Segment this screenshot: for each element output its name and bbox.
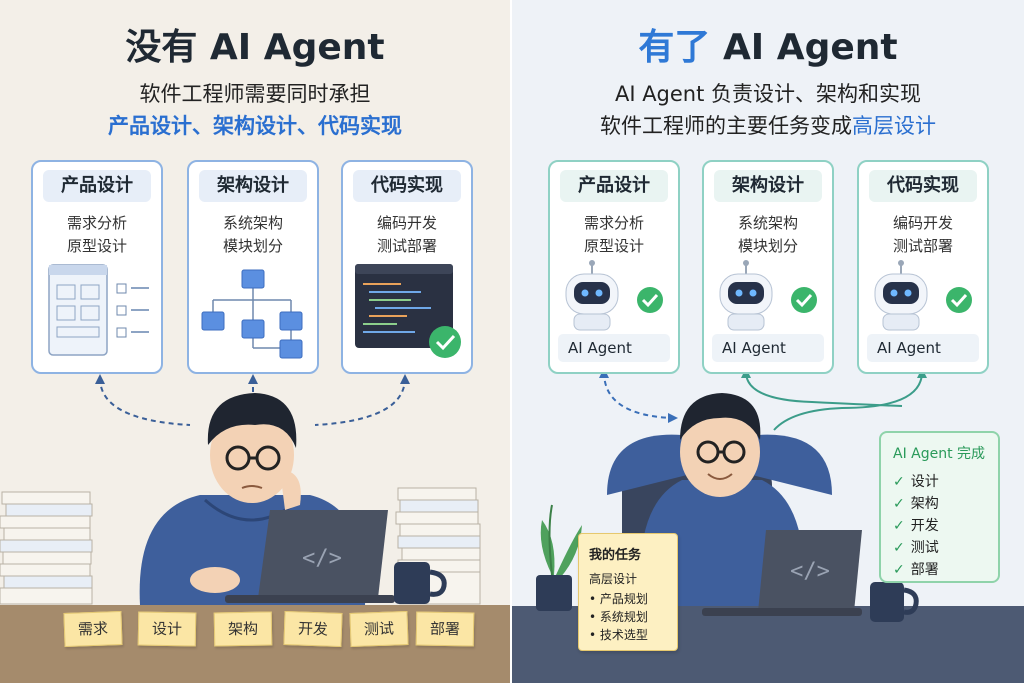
ai-agent-label: AI Agent (558, 334, 670, 362)
completed-item: ✓开发 (893, 518, 939, 534)
card-title: 架构设计 (199, 170, 307, 202)
arrow-head-icon (400, 374, 410, 384)
card-line: 原型设计 (583, 237, 644, 255)
card-line: 模块划分 (222, 237, 283, 255)
dashed-arrow-left (99, 377, 191, 426)
code-icon: </> (302, 546, 342, 571)
card-architecture-design: 架构设计 系统架构 模块划分 (187, 160, 319, 374)
check-icon: ✓ (893, 474, 905, 490)
check-icon: ✓ (893, 518, 905, 534)
right-subtitle-2: 软件工程师的主要任务变成高层设计 (512, 110, 1024, 140)
agent-completed-panel: AI Agent 完成 ✓设计 ✓架构 ✓开发 ✓测试 ✓部署 (879, 431, 1000, 583)
my-tasks-item: • 产品规划 (589, 592, 648, 606)
card-title: 架构设计 (714, 170, 822, 202)
check-icon (946, 287, 972, 313)
left-panel-without-agent: 没有 AI Agent 软件工程师需要同时承担 产品设计、架构设计、代码实现 (0, 0, 510, 683)
code-editor-icon (355, 264, 461, 358)
robot-icon (565, 260, 663, 331)
card-line: 系统架构 (222, 214, 283, 232)
my-tasks-item: • 系统规划 (589, 610, 648, 624)
check-icon (429, 326, 461, 358)
dashed-arrow (603, 371, 673, 419)
laptop: </> (702, 530, 862, 616)
card-title: 产品设计 (43, 170, 151, 202)
sticky-note: 开发 (283, 610, 343, 648)
right-subtitle: AI Agent 负责设计、架构和实现 (614, 82, 922, 106)
right-title-highlight: 有了 (638, 27, 711, 68)
dashed-arrow-right (314, 377, 406, 426)
sticky-note: 部署 (415, 611, 475, 647)
check-icon (791, 287, 817, 313)
check-icon (637, 287, 663, 313)
check-icon: ✓ (893, 562, 905, 578)
card-line: 需求分析 (583, 214, 644, 232)
hand (190, 567, 240, 593)
my-tasks-note: 我的任务 高层设计 • 产品规划 • 系统规划 • 技术选型 (578, 533, 678, 651)
right-title-rest: AI Agent (722, 27, 898, 68)
right-title: 有了 AI Agent (512, 18, 1024, 70)
my-tasks-heading: 高层设计 (589, 572, 638, 586)
mug-icon (870, 582, 919, 622)
ai-agent-label: AI Agent (712, 334, 824, 362)
right-subtitle-2-highlight: 高层设计 (852, 114, 936, 138)
robot-icon (874, 260, 972, 331)
card-title: 产品设计 (560, 170, 668, 202)
completed-item: ✓测试 (893, 540, 939, 556)
left-subtitle: 软件工程师需要同时承担 (139, 82, 371, 106)
plant-icon (536, 504, 582, 611)
left-subtitle-roles: 产品设计、架构设计、代码实现 (108, 114, 402, 138)
card-line: 测试部署 (376, 237, 437, 255)
wireframe-icon (48, 264, 149, 356)
my-tasks-item: • 技术选型 (589, 628, 648, 642)
card-line: 模块划分 (737, 237, 798, 255)
completed-item: ✓部署 (893, 562, 939, 578)
agent-completed-title: AI Agent 完成 (893, 446, 986, 462)
card-architecture-design: 架构设计 系统架构 模块划分 AI Agent (702, 160, 834, 374)
card-code-implementation: 代码实现 编码开发 测试部署 (341, 160, 473, 374)
card-title: 代码实现 (869, 170, 977, 202)
card-line: 测试部署 (892, 237, 953, 255)
architecture-diagram-icon (201, 269, 303, 359)
my-tasks-title: 我的任务 (589, 548, 642, 563)
sticky-note: 需求 (63, 610, 123, 648)
card-code-implementation: 代码实现 编码开发 测试部署 AI Agent (857, 160, 989, 374)
arrow-head-icon (248, 374, 258, 384)
code-icon: </> (790, 559, 830, 584)
card-line: 原型设计 (66, 237, 127, 255)
card-title: 代码实现 (353, 170, 461, 202)
laptop: </> (225, 510, 395, 603)
card-line: 需求分析 (66, 214, 127, 232)
mug-icon (394, 562, 447, 604)
paper-stack-left (0, 491, 93, 605)
card-line: 编码开发 (892, 214, 953, 232)
completed-item: ✓架构 (893, 496, 939, 512)
card-product-design: 产品设计 需求分析 原型设计 AI Agent (548, 160, 680, 374)
sticky-note: 设计 (137, 611, 197, 647)
connector-lines (745, 371, 923, 431)
card-product-design: 产品设计 需求分析 原型设计 (31, 160, 163, 374)
check-icon: ✓ (893, 540, 905, 556)
left-title: 没有 AI Agent (125, 27, 385, 68)
card-line: 编码开发 (376, 214, 437, 232)
ai-agent-label: AI Agent (867, 334, 979, 362)
arrow-head-icon (668, 413, 678, 423)
completed-item: ✓设计 (893, 474, 939, 490)
arrow-head-icon (95, 374, 105, 384)
right-subtitle-2-prefix: 软件工程师的主要任务变成 (600, 114, 852, 138)
sticky-note: 架构 (213, 611, 273, 647)
divider (510, 0, 512, 683)
card-line: 系统架构 (737, 214, 798, 232)
check-icon: ✓ (893, 496, 905, 512)
robot-icon (719, 260, 817, 331)
sticky-note: 测试 (349, 610, 409, 648)
